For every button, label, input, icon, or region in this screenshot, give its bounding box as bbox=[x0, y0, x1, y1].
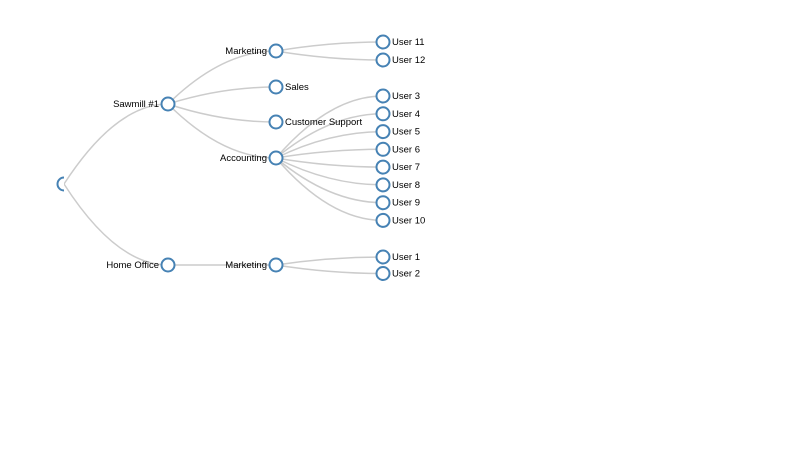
tree-link-marketing-sawmill--user-11 bbox=[275, 41, 384, 52]
tree-node-user-9: User 9 bbox=[375, 195, 420, 211]
node-circle[interactable] bbox=[375, 159, 391, 175]
node-circle[interactable] bbox=[375, 249, 391, 265]
tree-node-user-10: User 10 bbox=[375, 212, 425, 228]
node-circle[interactable] bbox=[268, 43, 284, 59]
node-label: User 11 bbox=[392, 37, 425, 48]
node-circle[interactable] bbox=[375, 195, 391, 211]
node-label: Sales bbox=[285, 82, 309, 93]
tree-node-root bbox=[56, 176, 65, 192]
tree-node-user-3: User 3 bbox=[375, 88, 420, 104]
tree-node-home-office: Home Office bbox=[106, 257, 176, 273]
node-label: User 8 bbox=[392, 180, 420, 191]
node-label: Home Office bbox=[106, 260, 159, 271]
node-circle[interactable] bbox=[268, 79, 284, 95]
tree-link-root--home-office bbox=[63, 183, 169, 266]
node-label: Sawmill #1 bbox=[113, 99, 159, 110]
node-circle[interactable] bbox=[160, 257, 176, 273]
node-label: Accounting bbox=[220, 153, 267, 164]
tree-link-root--sawmill-1 bbox=[63, 103, 169, 185]
tree-node-user-5: User 5 bbox=[375, 124, 420, 140]
tree-node-user-12: User 12 bbox=[375, 52, 425, 68]
tree-link-marketing-home--user-2 bbox=[275, 264, 384, 275]
node-circle[interactable] bbox=[375, 124, 391, 140]
node-circle[interactable] bbox=[375, 266, 391, 281]
node-label: User 2 bbox=[392, 269, 420, 280]
node-circle[interactable] bbox=[268, 257, 284, 273]
tree-link-accounting--user-9 bbox=[275, 157, 384, 204]
tree-node-user-2: User 2 bbox=[375, 266, 420, 281]
tree-link-sawmill-1--accounting bbox=[167, 103, 277, 159]
node-label: User 5 bbox=[392, 127, 420, 138]
tree-node-user-6: User 6 bbox=[375, 141, 420, 157]
tree-link-accounting--user-10 bbox=[275, 157, 384, 222]
node-circle[interactable] bbox=[268, 114, 284, 130]
tree-link-accounting--user-8 bbox=[275, 157, 384, 186]
tree-node-customer-support: Customer Support bbox=[268, 114, 362, 130]
tree-node-sales: Sales bbox=[268, 79, 309, 95]
node-label: Customer Support bbox=[285, 117, 362, 128]
node-label: User 1 bbox=[392, 252, 420, 263]
node-circle[interactable] bbox=[268, 150, 284, 166]
node-circle[interactable] bbox=[375, 88, 391, 104]
tree-link-accounting--user-5 bbox=[275, 130, 384, 159]
tree-link-accounting--user-6 bbox=[275, 148, 384, 159]
node-circle[interactable] bbox=[375, 106, 391, 122]
tree-link-marketing-sawmill--user-12 bbox=[275, 50, 384, 61]
node-circle[interactable] bbox=[375, 34, 391, 50]
tree-link-sawmill-1--sales bbox=[167, 86, 277, 105]
node-label: User 4 bbox=[392, 109, 420, 120]
tree-node-user-8: User 8 bbox=[375, 177, 420, 193]
node-circle[interactable] bbox=[160, 96, 176, 112]
tree-node-user-4: User 4 bbox=[375, 106, 420, 122]
node-label: User 3 bbox=[392, 91, 420, 102]
tree-link-accounting--user-7 bbox=[275, 157, 384, 168]
node-label: User 12 bbox=[392, 55, 425, 66]
node-label: User 6 bbox=[392, 144, 420, 155]
node-circle[interactable] bbox=[375, 212, 391, 228]
node-circle[interactable] bbox=[375, 141, 391, 157]
tree-link-accounting--user-3 bbox=[275, 95, 384, 159]
tree-link-marketing-home--user-1 bbox=[275, 256, 384, 266]
tree-node-user-11: User 11 bbox=[375, 34, 425, 50]
node-label: User 10 bbox=[392, 215, 425, 226]
node-label: User 7 bbox=[392, 162, 420, 173]
tree-link-sawmill-1--marketing-sawmill bbox=[167, 50, 277, 105]
tree-node-user-7: User 7 bbox=[375, 159, 420, 175]
tree-link-accounting--user-4 bbox=[275, 113, 384, 159]
tree-node-user-1: User 1 bbox=[375, 249, 420, 265]
tree-node-accounting: Accounting bbox=[220, 150, 284, 166]
tree-node-marketing-sawmill: Marketing bbox=[225, 43, 284, 59]
tree-link-sawmill-1--customer-support bbox=[167, 103, 277, 123]
node-circle[interactable] bbox=[375, 177, 391, 193]
node-circle[interactable] bbox=[375, 52, 391, 68]
node-label: User 9 bbox=[392, 198, 420, 209]
root-node-half-circle[interactable] bbox=[56, 176, 65, 192]
